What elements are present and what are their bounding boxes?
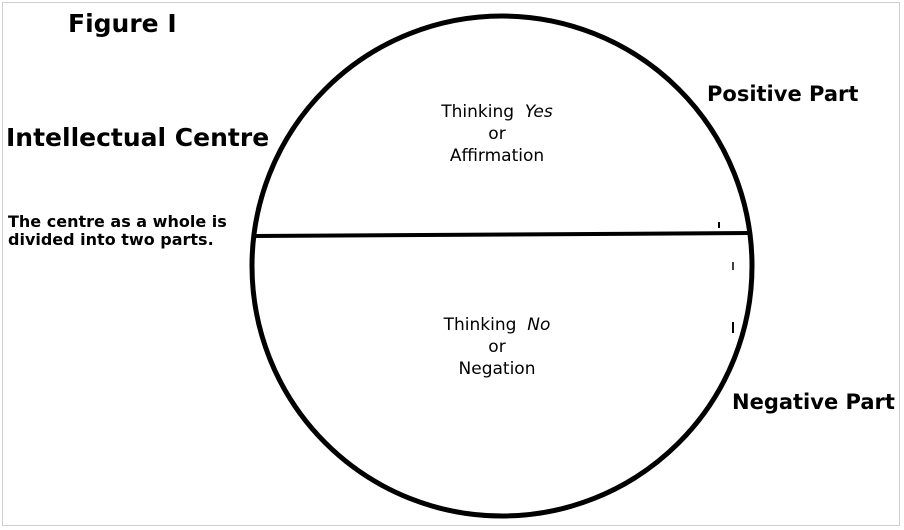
negative-part-label: Negative Part [732,390,895,414]
dividing-line [253,231,751,238]
positive-part-label: Positive Part [707,82,859,106]
thinking-word: Yes [524,102,553,122]
centre-note: The centre as a whole is divided into tw… [8,212,227,250]
connector-word: or [488,337,506,357]
centre-title: Intellectual Centre [6,123,270,152]
thinking-line: Thinking No [417,314,577,336]
thinking-prefix: Thinking [443,315,517,335]
connector-word: or [488,124,506,144]
figure-title: Figure I [68,9,177,38]
centre-note-line: divided into two parts. [8,230,214,250]
thinking-prefix: Thinking [441,102,515,122]
negative-half-text: Thinking No or Negation [417,314,577,380]
meaning-word: Negation [458,359,536,379]
thinking-word: No [527,315,551,335]
thinking-line: Thinking Yes [417,101,577,123]
positive-half-text: Thinking Yes or Affirmation [417,101,577,167]
centre-circle [249,13,755,519]
meaning-word: Affirmation [449,146,545,166]
centre-note-line: The centre as a whole is [8,212,227,231]
